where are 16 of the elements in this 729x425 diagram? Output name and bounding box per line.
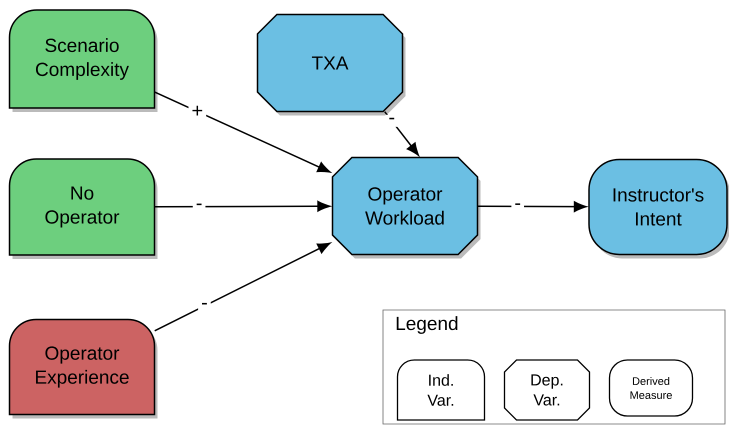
arrow [478, 201, 587, 212]
variable-box: Operator Experience [8, 318, 158, 418]
variable-box: TXA [256, 14, 406, 116]
edge-label: + [188, 102, 206, 120]
arrow [154, 91, 330, 173]
edge-label: - [385, 114, 398, 127]
edge-label: - [511, 200, 524, 212]
variable-box: Operator Workload [332, 156, 480, 258]
arrow [154, 242, 330, 332]
arrow [384, 111, 419, 156]
edge-label: - [198, 300, 211, 312]
arrow [154, 200, 330, 212]
measure-box: Instructor's Intent [588, 158, 729, 258]
variable-box: Scenario Complexity [8, 9, 158, 112]
variable-box: No Operator [8, 158, 158, 259]
edge-label: - [192, 200, 206, 213]
